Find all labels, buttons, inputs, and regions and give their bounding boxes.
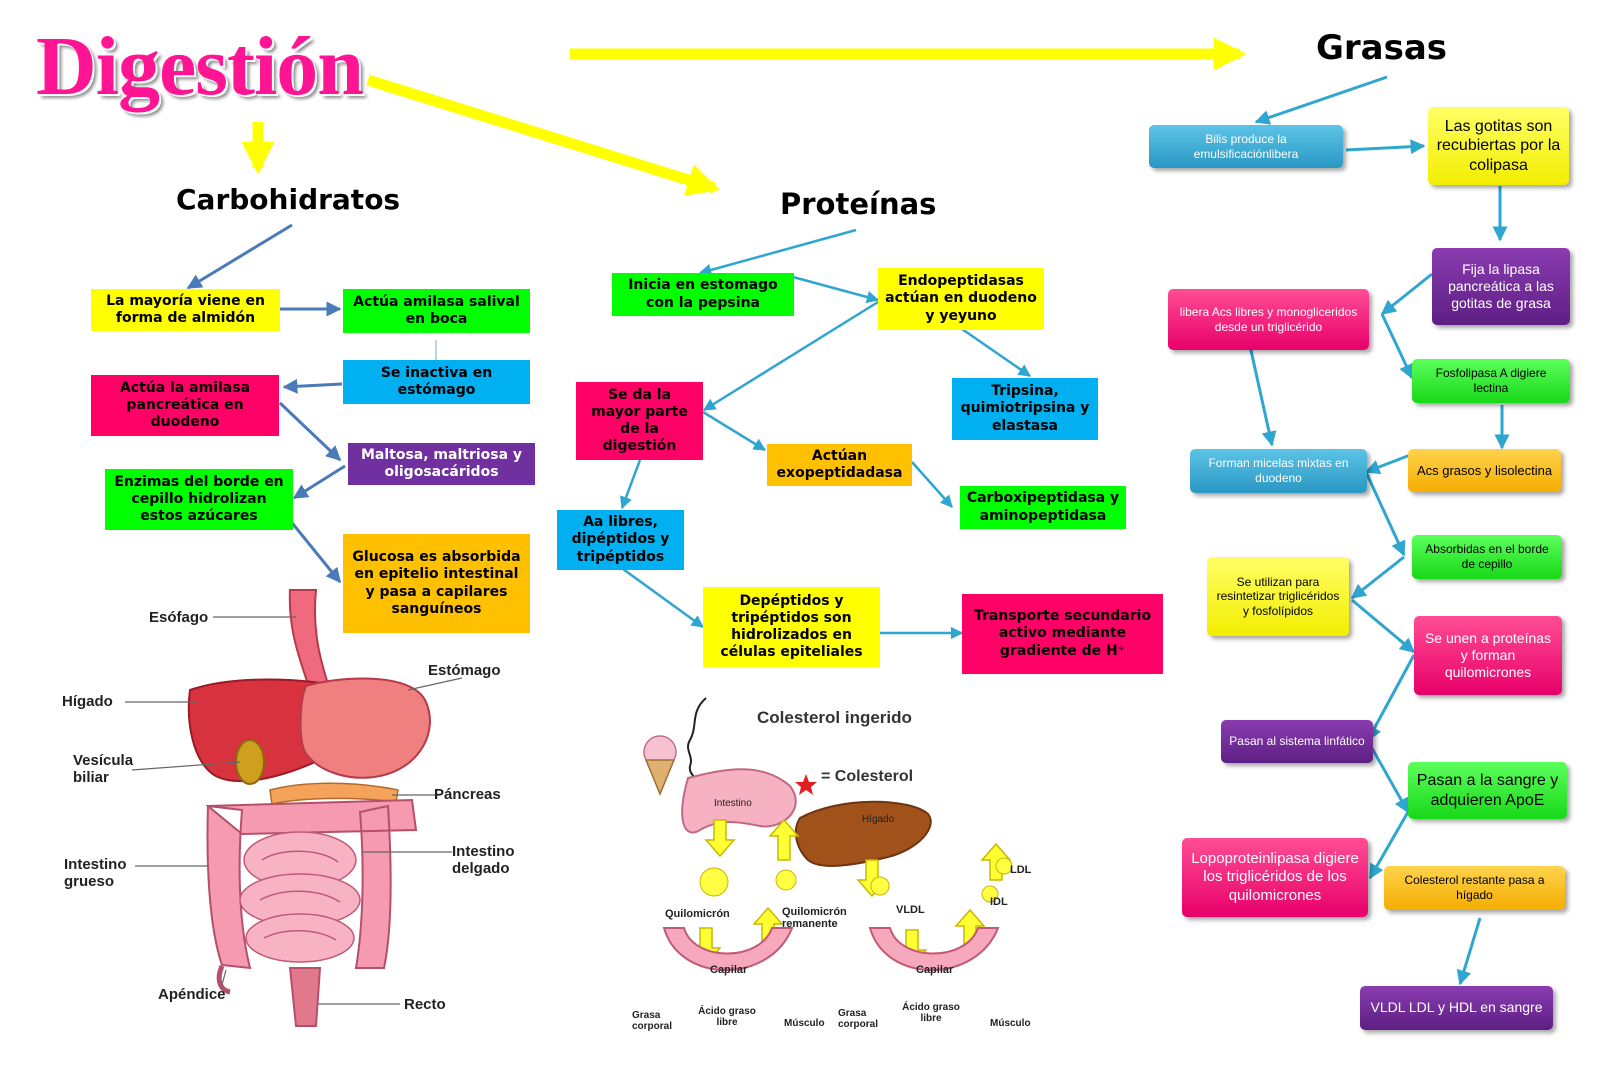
label-pancreas: Páncreas <box>434 786 501 803</box>
label-higado-illus: Hígado <box>862 814 895 825</box>
label-ldl: LDL <box>1010 864 1032 876</box>
label-recto: Recto <box>404 996 446 1013</box>
carb-box-amilasa-pancreatica: Actúa la amilasa pancreática en duodeno <box>91 375 279 436</box>
gras-box-lipoproteinlipasa: Lopoproteinlipasa digiere los triglicéri… <box>1182 838 1368 917</box>
label-colesterol-ingerido: Colesterol ingerido <box>757 708 912 727</box>
gras-box-fija-lipasa: Fija la lipasa pancreática a las gotitas… <box>1432 248 1570 325</box>
gras-box-gotitas: Las gotitas son recubiertas por la colip… <box>1428 107 1569 185</box>
gras-box-bilis: Bilis produce la emulsificaciónlibera <box>1149 125 1343 168</box>
prot-box-aa-libres: Aa libres, dipéptidos y tripéptidos <box>557 510 684 570</box>
gras-box-libera-acs: libera Acs libres y monogliceridos desde… <box>1168 289 1369 350</box>
heading-grasas: Grasas <box>1316 28 1448 68</box>
prot-box-exopeptidasas: Actúan exopeptidadasa <box>767 444 912 486</box>
main-yellow-arrows <box>241 37 1247 196</box>
label-grasa-corporal-1: Grasa corporal <box>632 1010 673 1032</box>
label-acido-graso-1: Ácido graso libre <box>698 1006 756 1028</box>
heading-carbohidratos: Carbohidratos <box>176 183 401 216</box>
heading-proteinas: Proteínas <box>780 187 937 221</box>
label-estomago: Estómago <box>428 662 501 679</box>
prot-box-inicia: Inicia en estomago con la pepsina <box>612 273 794 316</box>
page-title: Digestión <box>36 20 364 113</box>
gras-box-vldl: VLDL LDL y HDL en sangre <box>1360 986 1553 1030</box>
carb-box-glucosa: Glucosa es absorbida en epitelio intesti… <box>343 534 530 633</box>
gras-box-fosfolipasa: Fosfolipasa A digiere lectina <box>1412 359 1570 403</box>
gras-box-resintetizar: Se utilizan para resintetizar triglicéri… <box>1207 557 1349 636</box>
prot-box-tripsina: Tripsina, quimiotripsina y elastasa <box>952 378 1098 440</box>
label-capilar-2: Capilar <box>916 964 954 976</box>
prot-box-carboxipeptidasa: Carboxipeptidasa y aminopeptidasa <box>960 486 1126 529</box>
carb-box-almidon: La mayoría viene en forma de almidón <box>91 289 280 331</box>
prot-box-hidrolizados: Depéptidos y tripéptidos son hidrolizado… <box>703 587 880 667</box>
label-idl: IDL <box>990 896 1008 908</box>
gras-box-sangre-apoe: Pasan a la sangre y adquieren ApoE <box>1408 762 1567 819</box>
label-esofago: Esófago <box>149 609 209 626</box>
label-quilomicron: Quilomicrón <box>665 908 730 920</box>
carb-box-amilasa-salival: Actúa amilasa salival en boca <box>343 289 530 333</box>
label-acido-graso-2: Ácido graso libre <box>902 1002 960 1024</box>
gras-box-acs-grasos: Acs grasos y lisolectina <box>1408 449 1561 492</box>
gras-box-quilomicrones: Se unen a proteínas y forman quilomicron… <box>1414 616 1562 695</box>
label-musculo-2: Músculo <box>990 1018 1031 1029</box>
label-intestino-grueso: Intestino grueso <box>64 856 127 890</box>
label-capilar-1: Capilar <box>710 964 748 976</box>
gras-box-micelas: Forman micelas mixtas en duodeno <box>1190 449 1367 493</box>
label-intestino: Intestino <box>714 798 752 809</box>
gras-box-linfatico: Pasan al sistema linfático <box>1221 720 1373 763</box>
label-vesicula: Vesícula biliar <box>73 752 134 786</box>
label-grasa-corporal-2: Grasa corporal <box>838 1008 879 1030</box>
carbohidratos-arrows <box>186 223 346 584</box>
label-intestino-delgado: Intestino delgado <box>452 843 515 877</box>
gras-box-absorbidas: Absorbidas en el borde de cepillo <box>1412 535 1562 579</box>
label-musculo-1: Músculo <box>784 1018 825 1029</box>
prot-box-mayor-parte: Se da la mayor parte de la digestión <box>576 382 703 460</box>
prot-box-endopeptidasas: Endopeptidasas actúan en duodeno y yeyun… <box>878 268 1044 330</box>
label-vldl: VLDL <box>896 904 925 916</box>
carb-box-inactiva: Se inactiva en estómago <box>343 360 530 404</box>
gras-box-colesterol-higado: Colesterol restante pasa a hígado <box>1384 866 1565 910</box>
label-colesterol-legend: = Colesterol <box>821 768 914 785</box>
carb-box-enzimas: Enzimas del borde en cepillo hidrolizan … <box>105 469 293 530</box>
label-quilomicron-remanente: Quilomicrón remanente <box>782 906 847 930</box>
prot-box-transporte: Transporte secundario activo mediante gr… <box>962 594 1163 674</box>
label-apendice: Apéndice <box>158 986 226 1003</box>
label-higado: Hígado <box>62 693 113 710</box>
carb-box-maltosa: Maltosa, maltriosa y oligosacáridos <box>348 443 535 485</box>
proteinas-arrows <box>620 228 1032 640</box>
